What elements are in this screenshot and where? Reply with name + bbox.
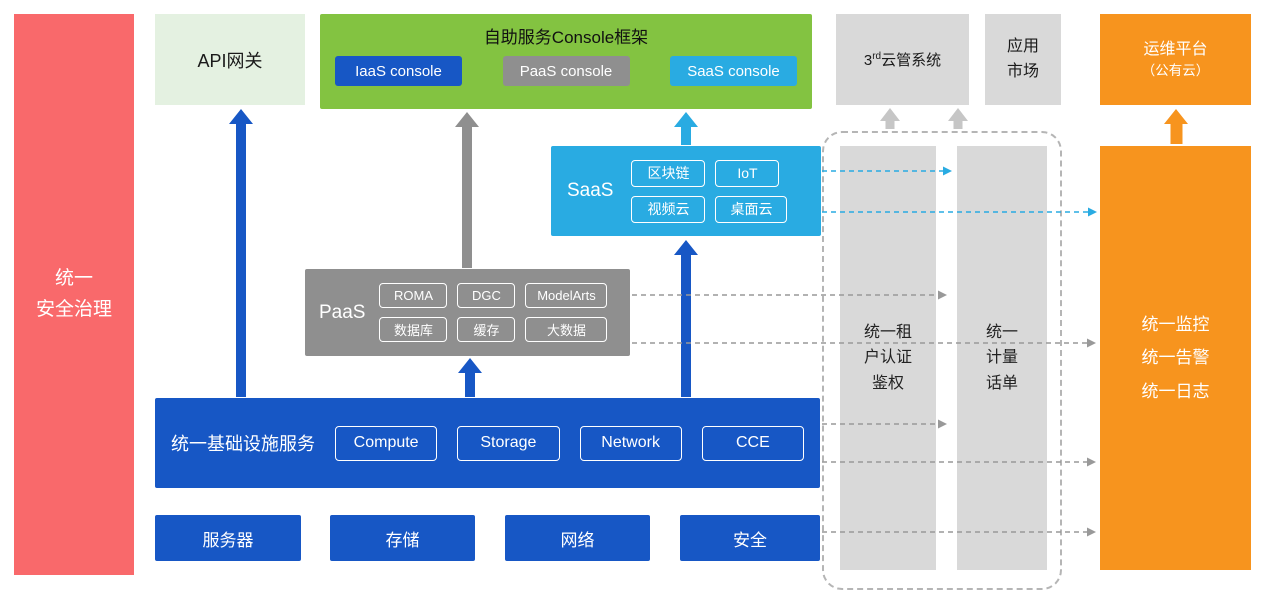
dashed-infra-to-monitor-head — [1087, 457, 1096, 467]
paas-console-chip: PaaS console — [502, 56, 630, 86]
api-gateway-box: API网关 — [155, 14, 305, 105]
metering-billing-bar: 统一 计量 话单 — [957, 146, 1047, 570]
dashed-security-to-monitor-head — [1087, 527, 1096, 537]
paas-item-grid: ROMA DGC ModelArts 数据库 缓存 大数据 — [379, 283, 608, 342]
saas-item-video-cloud: 视频云 — [631, 195, 706, 223]
third-cloud-sup: rd — [872, 51, 882, 62]
infra-item-compute: Compute — [335, 425, 438, 461]
infra-item-cce: CCE — [701, 425, 804, 461]
arrow-auth-to-third-cloud — [880, 108, 900, 129]
third-party-cloud-box: 3rd云管系统 — [836, 14, 969, 105]
app-market-box: 应用 市场 — [985, 14, 1061, 105]
arrow-paas-to-console — [455, 112, 479, 268]
ops-platform-subtitle: （公有云） — [1141, 63, 1210, 79]
paas-layer-box: PaaS ROMA DGC ModelArts 数据库 缓存 大数据 — [305, 269, 630, 356]
server-box: 服务器 — [155, 515, 301, 561]
console-frame-box: 自助服务Console框架 IaaS console PaaS console … — [320, 14, 812, 109]
infrastructure-label: 统一基础设施服务 — [171, 434, 315, 454]
console-chip-row: IaaS console PaaS console SaaS console — [320, 56, 812, 86]
saas-item-grid: 区块链 IoT 视频云 桌面云 — [631, 159, 788, 223]
ops-platform-title: 运维平台 — [1143, 41, 1208, 59]
saas-console-chip: SaaS console — [670, 56, 797, 86]
paas-label: PaaS — [319, 301, 366, 323]
saas-layer-box: SaaS 区块链 IoT 视频云 桌面云 — [551, 146, 821, 236]
arrow-saas-to-console — [674, 112, 698, 145]
storage-box: 存储 — [330, 515, 475, 561]
arrow-infra-to-saas — [674, 240, 698, 397]
paas-item-database: 数据库 — [379, 317, 448, 342]
dashed-integration-container — [822, 131, 1062, 590]
saas-label: SaaS — [567, 180, 614, 201]
infra-item-storage: Storage — [457, 425, 560, 461]
dashed-paas-to-monitor-head — [1087, 338, 1096, 348]
tenant-auth-bar: 统一租 户认证 鉴权 — [840, 146, 936, 570]
paas-item-dgc: DGC — [457, 283, 516, 308]
monitor-alarm-log-bar: 统一监控 统一告警 统一日志 — [1100, 146, 1251, 570]
security-governance-bar: 统一 安全治理 — [14, 14, 134, 575]
iaas-console-chip: IaaS console — [335, 56, 462, 86]
paas-item-cache: 缓存 — [457, 317, 516, 342]
network-box: 网络 — [505, 515, 650, 561]
paas-item-modelarts: ModelArts — [525, 283, 608, 308]
paas-item-bigdata: 大数据 — [525, 317, 608, 342]
security-box: 安全 — [680, 515, 820, 561]
dashed-saas-to-monitor-head — [1088, 207, 1097, 217]
third-cloud-label: 3rd云管系统 — [863, 51, 942, 69]
infrastructure-item-row: Compute Storage Network CCE — [335, 425, 804, 461]
console-frame-title: 自助服务Console框架 — [483, 28, 649, 47]
ops-platform-box: 运维平台 （公有云） — [1100, 14, 1251, 105]
paas-item-roma: ROMA — [379, 283, 448, 308]
infrastructure-box: 统一基础设施服务 Compute Storage Network CCE — [155, 398, 820, 488]
arrow-monitor-to-ops-platform — [1164, 109, 1188, 144]
arrow-infra-to-api-gateway — [229, 109, 253, 397]
saas-item-iot: IoT — [715, 159, 780, 187]
arrow-infra-to-paas — [458, 358, 482, 397]
saas-item-blockchain: 区块链 — [631, 159, 706, 187]
arrow-billing-to-third-cloud — [948, 108, 968, 129]
saas-item-desktop-cloud: 桌面云 — [715, 195, 788, 223]
infra-item-network: Network — [579, 425, 682, 461]
